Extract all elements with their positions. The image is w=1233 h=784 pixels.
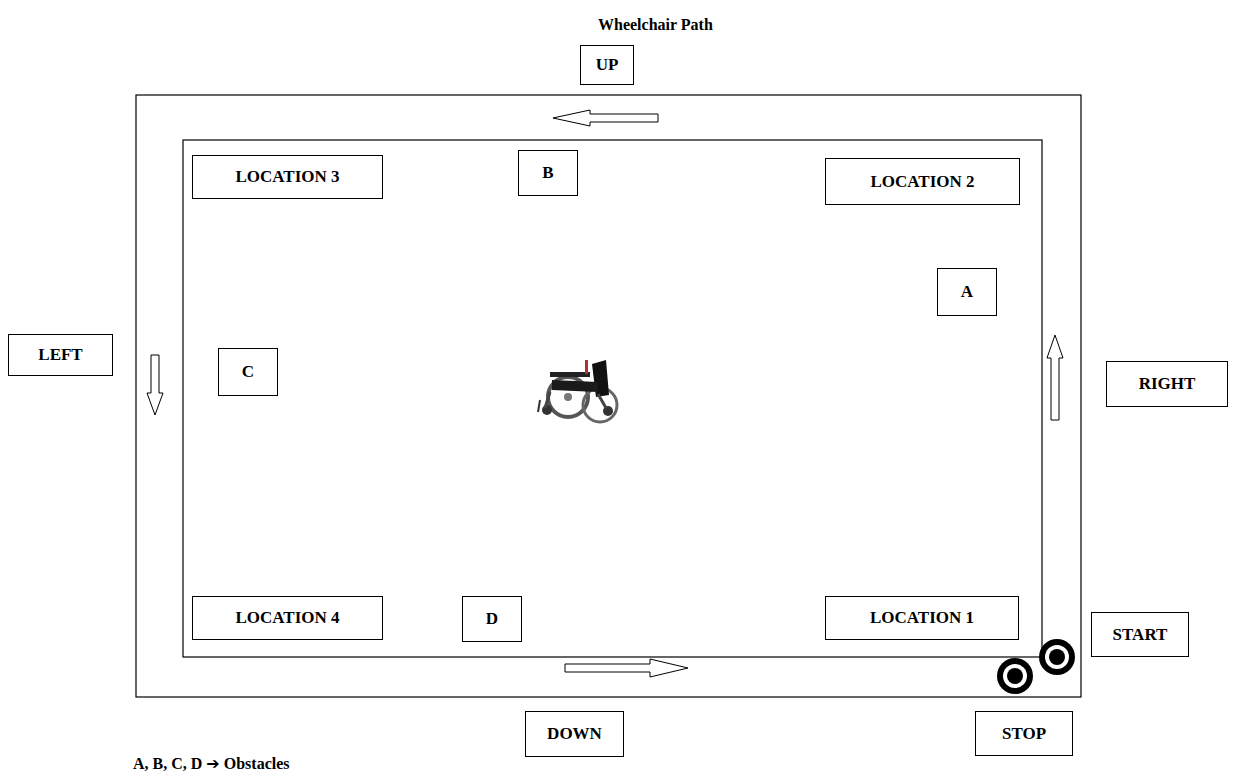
- direction-arrow: [147, 355, 163, 415]
- outer-track: [136, 95, 1081, 697]
- box-label: LOCATION 4: [235, 608, 339, 628]
- inner-track: [183, 140, 1042, 657]
- direction-arrow: [553, 110, 658, 126]
- label-box: B: [518, 150, 578, 196]
- label-box: LOCATION 2: [825, 158, 1020, 205]
- wheelchair-picture: [538, 360, 617, 422]
- label-box: LOCATION 1: [825, 596, 1019, 640]
- diagram-title: Wheelchair Path: [598, 16, 713, 34]
- label-box: A: [937, 268, 997, 316]
- box-label: UP: [596, 55, 619, 75]
- label-box: LOCATION 4: [192, 596, 383, 640]
- label-box: D: [462, 596, 522, 642]
- label-box: LEFT: [8, 334, 113, 376]
- label-box: DOWN: [525, 711, 624, 757]
- stop-marker: [997, 658, 1033, 694]
- label-box: RIGHT: [1106, 361, 1228, 407]
- box-label: A: [961, 282, 973, 302]
- box-label: D: [486, 609, 498, 629]
- start-marker: [1039, 639, 1075, 675]
- box-label: LOCATION 3: [235, 167, 339, 187]
- box-label: STOP: [1002, 724, 1046, 744]
- box-label: B: [542, 163, 553, 183]
- label-box: STOP: [975, 711, 1073, 756]
- label-box: START: [1091, 612, 1189, 657]
- box-label: DOWN: [547, 724, 602, 744]
- label-box: LOCATION 3: [192, 155, 383, 199]
- label-box: C: [218, 348, 278, 396]
- box-label: LOCATION 1: [870, 608, 974, 628]
- direction-arrow: [565, 659, 688, 677]
- box-label: LEFT: [38, 345, 82, 365]
- box-label: C: [242, 362, 254, 382]
- direction-arrow: [1047, 335, 1063, 420]
- label-box: UP: [580, 45, 634, 85]
- box-label: LOCATION 2: [870, 172, 974, 192]
- box-label: START: [1113, 625, 1168, 645]
- legend-note: A, B, C, D ➔ Obstacles: [133, 755, 290, 773]
- box-label: RIGHT: [1139, 374, 1196, 394]
